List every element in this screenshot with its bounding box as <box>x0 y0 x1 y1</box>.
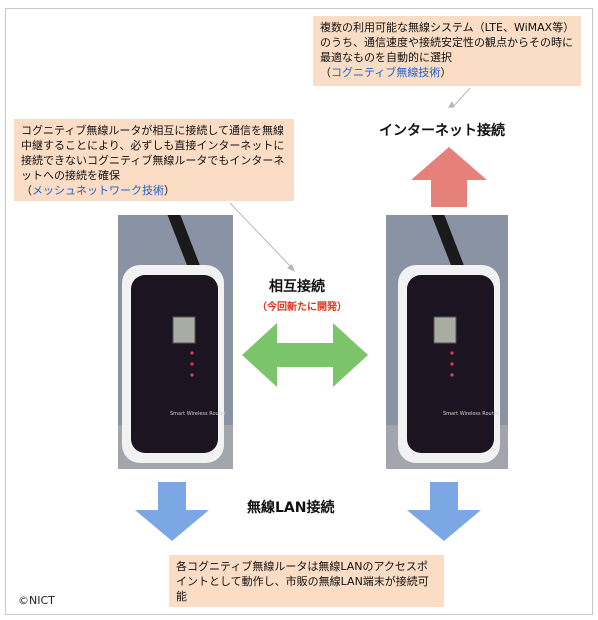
router-photo-left: Smart Wireless Router <box>118 215 233 469</box>
note-cognitive-radio-link-close: ） <box>440 66 452 79</box>
led-1 <box>450 351 454 355</box>
note-mesh-network-link-close: ） <box>164 184 175 197</box>
label-newly-developed: （今回新たに開発） <box>257 302 347 313</box>
note-cognitive-radio-link-open: （ <box>320 66 331 79</box>
router-photo-right: Smart Wireless Router <box>386 215 508 469</box>
led-2 <box>190 362 194 366</box>
arrow-wlan-down-right <box>407 482 481 541</box>
router-display <box>172 316 196 344</box>
arrow-mutual-double <box>242 323 368 387</box>
router-display <box>433 316 457 344</box>
led-1 <box>190 351 194 355</box>
label-internet-connection: インターネット接続 <box>379 123 505 139</box>
arrow-wlan-down-left <box>135 482 209 541</box>
note-cognitive-radio: 複数の利用可能な無線システム（LTE、WiMAX等）のうち、通信速度や接続安定性… <box>313 16 581 86</box>
pointer-line-top-right <box>451 87 471 109</box>
label-mutual-connection: 相互接続 <box>269 279 325 295</box>
router-left-svg: Smart Wireless Router <box>118 215 233 469</box>
router-face <box>131 275 218 453</box>
label-wireless-lan-connection: 無線LAN接続 <box>247 500 335 516</box>
note-mesh-network-link-open: （ <box>21 184 32 197</box>
led-3 <box>190 373 194 377</box>
figure-frame <box>5 8 593 615</box>
note-wireless-lan-text: 各コグニティブ無線ルータは無線LANのアクセスポイントとして動作し、市販の無線L… <box>176 560 429 603</box>
router-right-svg: Smart Wireless Router <box>386 215 508 469</box>
arrow-internet-up <box>411 147 487 207</box>
led-3 <box>450 373 454 377</box>
led-2 <box>450 362 454 366</box>
note-mesh-network-text: コグニティブ無線ルータが相互に接続して通信を無線中継することにより、必ずしも直接… <box>21 124 285 182</box>
router-brand-text: Smart Wireless Router <box>170 411 227 417</box>
note-wireless-lan: 各コグニティブ無線ルータは無線LANのアクセスポイントとして動作し、市販の無線L… <box>169 555 444 607</box>
note-mesh-network: コグニティブ無線ルータが相互に接続して通信を無線中継することにより、必ずしも直接… <box>14 119 294 201</box>
link-cognitive-radio[interactable]: コグニティブ無線技術 <box>331 66 441 79</box>
pointer-line-top-left <box>229 202 293 269</box>
note-cognitive-radio-text: 複数の利用可能な無線システム（LTE、WiMAX等）のうち、通信速度や接続安定性… <box>320 21 573 64</box>
copyright: ©NICT <box>18 594 55 607</box>
link-mesh-network[interactable]: メッシュネットワーク技術 <box>32 184 164 197</box>
router-brand-text: Smart Wireless Router <box>443 411 500 417</box>
